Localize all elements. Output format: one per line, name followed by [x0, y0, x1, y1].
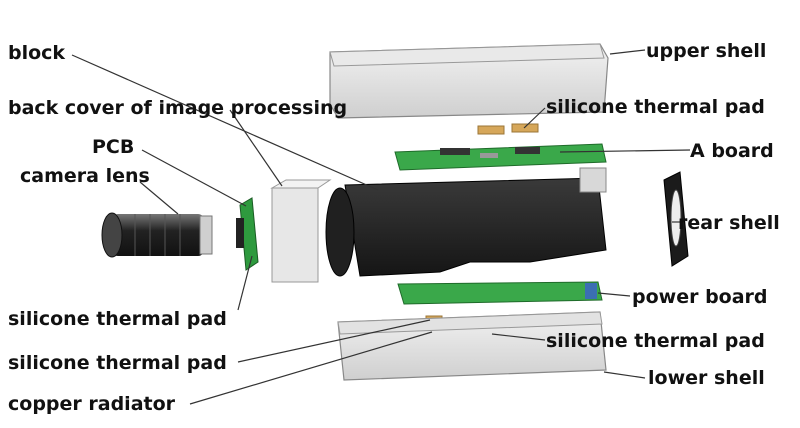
rear-shell-part [663, 171, 689, 267]
label-power-board: power board [632, 286, 768, 308]
power-board-part [397, 281, 603, 305]
label-back-cover: back cover of image processing [8, 97, 348, 119]
label-pcb: PCB [92, 136, 135, 158]
upper-shell-part [329, 43, 609, 119]
label-lower-shell: lower shell [648, 367, 765, 389]
label-silicone-pad-right-1: silicone thermal pad [546, 96, 765, 118]
leader-lines [71, 49, 691, 405]
back-cover-part [270, 179, 332, 283]
label-camera-lens: camera lens [20, 165, 150, 187]
label-silicone-pad-right-2: silicone thermal pad [546, 330, 765, 352]
pcb-part [236, 197, 259, 271]
label-silicone-pad-left-1: silicone thermal pad [8, 308, 227, 330]
label-upper-shell: upper shell [646, 40, 767, 62]
silicone-pad-upper-part [477, 123, 539, 135]
label-block: block [8, 42, 66, 64]
block-part [325, 167, 607, 277]
lower-shell-part [337, 311, 607, 381]
camera-lens-part [101, 212, 213, 258]
a-board-part [394, 143, 607, 171]
label-copper-radiator: copper radiator [8, 393, 176, 415]
label-silicone-pad-left-2: silicone thermal pad [8, 352, 227, 374]
label-rear-shell: rear shell [678, 212, 780, 234]
label-a-board: A board [690, 140, 774, 162]
